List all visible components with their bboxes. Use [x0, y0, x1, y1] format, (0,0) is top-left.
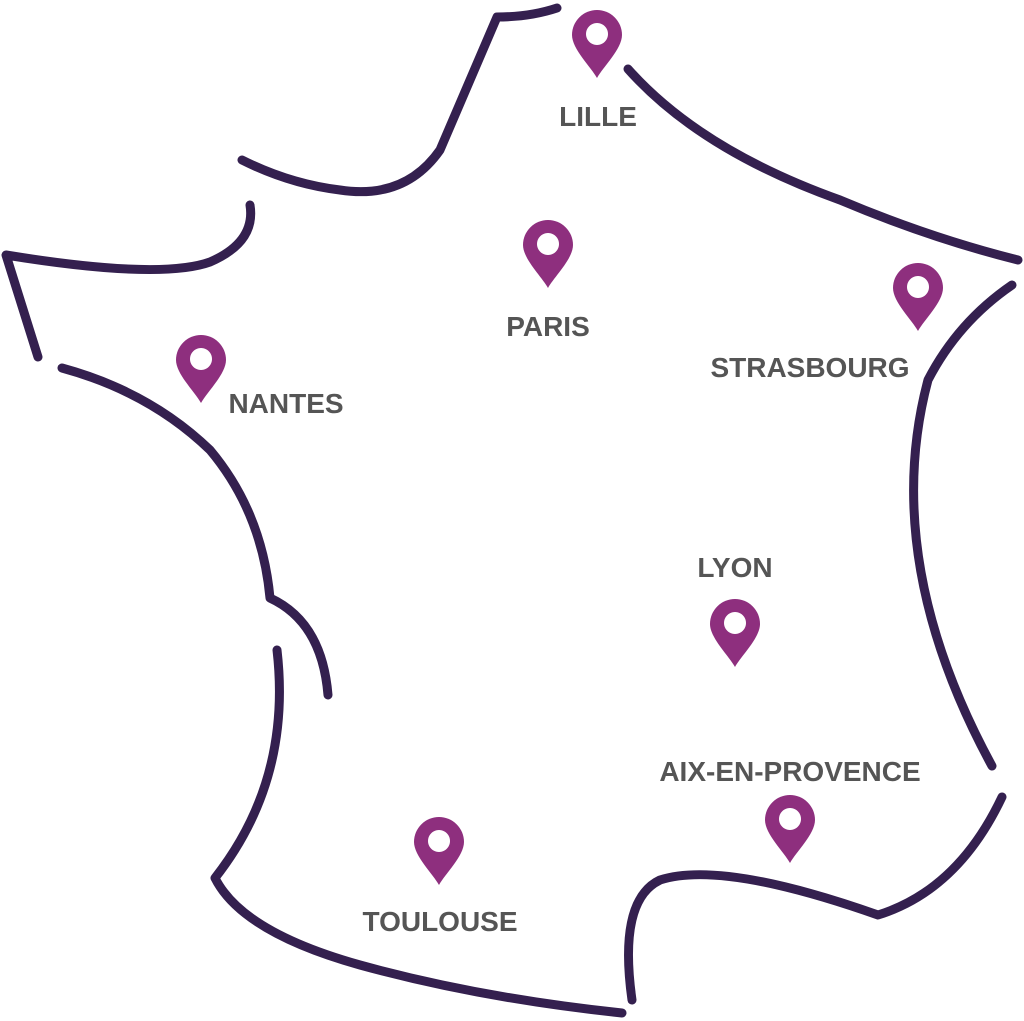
city-label: LYON [697, 552, 772, 583]
city-label: LILLE [559, 101, 637, 132]
city-label: STRASBOURG [710, 352, 909, 383]
city-label: AIX-EN-PROVENCE [659, 756, 920, 787]
map-pin-icon [414, 817, 464, 885]
map-pin-icon [710, 599, 760, 667]
city-lyon[interactable]: LYON [697, 552, 773, 667]
coast-west [57, 363, 333, 700]
city-nantes[interactable]: NANTES [176, 335, 344, 419]
border-northeast [623, 64, 1023, 265]
border-east [909, 280, 1017, 771]
city-toulouse[interactable]: TOULOUSE [362, 817, 518, 937]
city-label: TOULOUSE [362, 906, 517, 937]
map-pin-icon [523, 220, 573, 288]
coast-north [237, 3, 562, 197]
map-pin-icon [176, 335, 226, 403]
city-lille[interactable]: LILLE [559, 10, 637, 132]
map-pin-icon [572, 10, 622, 78]
coastline [1, 3, 1023, 1018]
city-paris[interactable]: PARIS [506, 220, 590, 342]
city-label: PARIS [506, 311, 590, 342]
coast-mediterranean [624, 792, 1007, 1005]
map-pin-icon [893, 263, 943, 331]
city-label: NANTES [228, 388, 343, 419]
coast-brittany [1, 200, 256, 362]
city-strasbourg[interactable]: STRASBOURG [710, 263, 943, 383]
map-pin-icon [765, 795, 815, 863]
city-aix-en-provence[interactable]: AIX-EN-PROVENCE [659, 756, 921, 863]
coast-southwest [210, 645, 627, 1018]
